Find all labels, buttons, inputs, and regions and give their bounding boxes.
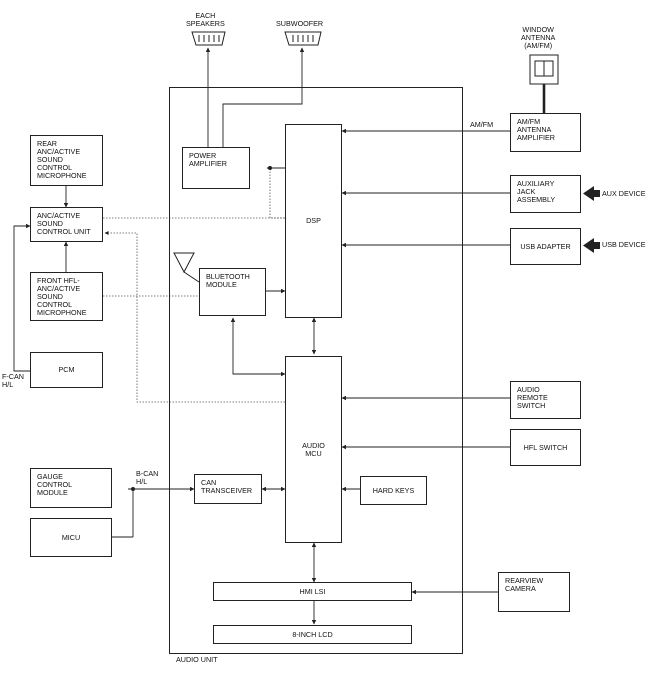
hfl-switch-box: HFL SWITCH: [510, 429, 581, 466]
usb-device-label: USB DEVICE: [602, 240, 646, 249]
hard-keys-box: HARD KEYS: [360, 476, 427, 505]
aux-arrow-tail-icon: [594, 190, 600, 197]
audio-remote-switch-text: AUDIO REMOTE SWITCH: [517, 385, 548, 410]
line-dsp-to-anc: [269, 168, 285, 219]
rearview-camera-text: REARVIEW CAMERA: [505, 576, 544, 593]
bt-antenna-icon: [173, 252, 195, 274]
usb-adapter-text: USB ADAPTER: [520, 241, 571, 251]
can-transceiver-text: CAN TRANSCEIVER: [201, 478, 253, 495]
pcm-text: PCM: [58, 365, 75, 374]
audio-mcu-box: AUDIO MCU: [285, 356, 342, 543]
usb-adapter-box: USB ADAPTER: [510, 228, 581, 265]
gauge-control-module-text: GAUGE CONTROL MODULE: [37, 472, 73, 497]
micu-box: MICU: [30, 518, 112, 557]
audio-remote-switch-box: AUDIO REMOTE SWITCH: [510, 381, 581, 419]
hard-keys-text: HARD KEYS: [372, 485, 415, 495]
window-antenna-label: WINDOW ANTENNA (AM/FM): [521, 25, 556, 50]
amfm-antenna-amplifier: AM/FM ANTENNA AMPLIFIER: [510, 113, 581, 152]
hfl-switch-text: HFL SWITCH: [523, 442, 568, 452]
audio-unit-label: AUDIO UNIT: [176, 655, 218, 664]
front-mic-text: FRONT HFL- ANC/ACTIVE SOUND CONTROL MICR…: [37, 276, 87, 317]
bt-antenna-mast-icon: [183, 271, 200, 283]
aux-device-label: AUX DEVICE: [602, 189, 646, 198]
auxiliary-jack-text: AUXILIARY JACK ASSEMBLY: [517, 179, 556, 204]
rear-mic-box: REAR ANC/ACTIVE SOUND CONTROL MICROPHONE: [30, 135, 103, 186]
subwoofer-lines-icon: [292, 35, 314, 42]
line-bt-mcu: [230, 317, 286, 377]
anc-unit-text: ANC/ACTIVE SOUND CONTROL UNIT: [37, 211, 91, 236]
junction-dot-bcan: [131, 487, 135, 491]
speaker-lines-icon: [198, 35, 220, 42]
hmi-lsi-text: HMI LSI: [299, 586, 326, 596]
hmi-lsi-box: HMI LSI: [213, 582, 412, 601]
front-mic-box: FRONT HFL- ANC/ACTIVE SOUND CONTROL MICR…: [30, 272, 103, 321]
bluetooth-module-box: BLUETOOTH MODULE: [199, 268, 266, 316]
auxiliary-jack-box: AUXILIARY JACK ASSEMBLY: [510, 175, 581, 213]
f-can-label: F-CAN H/L: [2, 372, 24, 389]
anc-unit-box: ANC/ACTIVE SOUND CONTROL UNIT: [30, 207, 103, 242]
line-fcan: [13, 225, 30, 372]
amfm-antenna-amplifier-text: AM/FM ANTENNA AMPLIFIER: [517, 117, 555, 142]
power-amplifier-box: POWER AMPLIFIER: [182, 147, 250, 189]
b-can-label: B-CAN H/L: [136, 469, 159, 486]
power-amplifier-text: POWER AMPLIFIER: [189, 151, 227, 168]
audio-mcu-text: AUDIO MCU: [302, 440, 325, 458]
micu-text: MICU: [61, 532, 81, 542]
aux-arrow-icon: [583, 186, 594, 201]
bluetooth-module-text: BLUETOOTH MODULE: [206, 272, 250, 289]
lcd-box: 8-inch LCD: [213, 625, 412, 644]
gauge-control-module-box: GAUGE CONTROL MODULE: [30, 468, 112, 508]
usb-arrow-tail-icon: [594, 242, 600, 249]
can-transceiver-box: CAN TRANSCEIVER: [194, 474, 262, 504]
line-mcu-to-anc: [104, 231, 285, 403]
lcd-text: 8-inch LCD: [292, 629, 333, 639]
each-speakers-label: EACH SPEAKERS: [186, 11, 225, 28]
pcm-box: PCM: [30, 352, 103, 388]
rear-mic-text: REAR ANC/ACTIVE SOUND CONTROL MICROPHONE: [37, 139, 87, 180]
line-to-subwoofer: [222, 47, 305, 147]
dsp-box: DSP: [285, 124, 342, 318]
subwoofer-label: SUBWOOFER: [276, 19, 324, 28]
rearview-camera-box: REARVIEW CAMERA: [498, 572, 570, 612]
junction-dot: [268, 166, 272, 170]
usb-arrow-icon: [583, 238, 594, 253]
amfm-signal-label: AM/FM: [470, 120, 494, 129]
audio-unit-frame: [169, 87, 463, 654]
dsp-text: DSP: [306, 216, 321, 225]
